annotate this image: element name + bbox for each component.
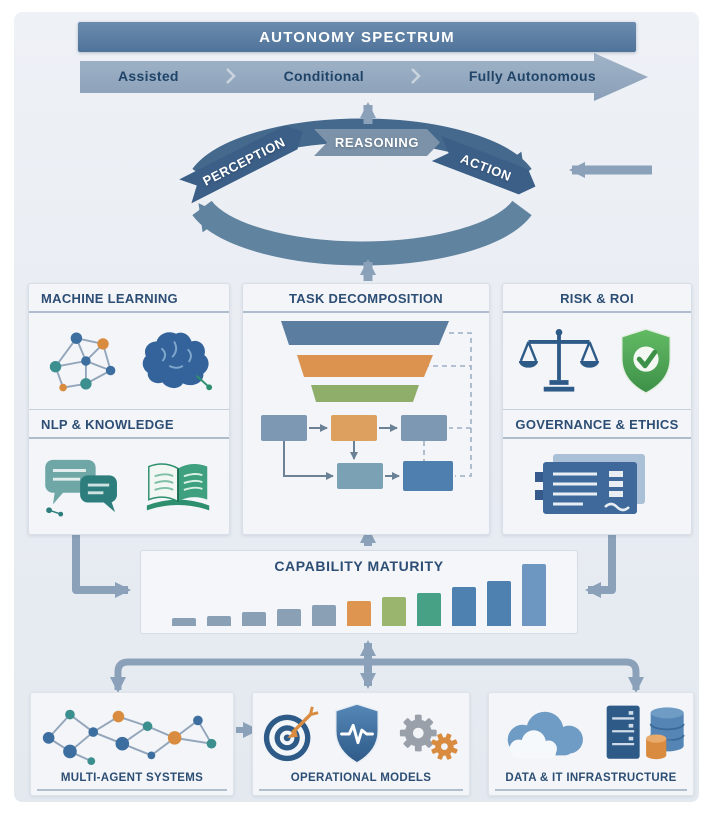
infrastructure-label: DATA & IT INFRASTRUCTURE [495,770,687,791]
multi-agent-panel: MULTI-AGENT SYSTEMS [30,692,234,796]
shield-pulse-icon [335,702,379,764]
risk-roi-panel: RISK & ROI [502,283,692,535]
maturity-bar-6 [347,601,371,626]
ledger-document-icon [535,454,645,515]
machine-learning-panel: MACHINE LEARNING [28,283,230,535]
maturity-bar-2 [207,616,231,626]
shield-check-icon [621,328,671,394]
nlp-knowledge-title: NLP & KNOWLEDGE [29,408,229,439]
multi-agent-label: MULTI-AGENT SYSTEMS [37,770,227,791]
database-icon [646,706,685,759]
open-book-icon [146,463,210,511]
chevron-right-icon [411,68,422,84]
risk-roi-title: RISK & ROI [503,284,691,313]
task-decomposition-panel: TASK DECOMPOSITION [242,283,490,535]
operational-models-icons [253,693,469,770]
maturity-bar-8 [417,593,441,626]
infrastructure-panel: DATA & IT INFRASTRUCTURE [488,692,694,796]
maturity-bar-1 [172,618,196,626]
infrastructure-icons [489,693,693,770]
autonomy-stages: Assisted Conditional Fully Autonomous [100,58,614,94]
maturity-bar-3 [242,612,266,626]
operational-models-panel: OPERATIONAL MODELS [252,692,470,796]
target-icon [263,706,319,761]
machine-learning-icons [29,313,229,409]
server-rack-icon [606,705,685,759]
gears-icon [399,714,458,760]
operational-models-label: OPERATIONAL MODELS [259,770,463,791]
balance-scale-icon [518,328,600,392]
stage-assisted: Assisted [118,68,179,84]
flowchart-icon [261,321,472,491]
machine-learning-title: MACHINE LEARNING [29,284,229,313]
agent-network-icon [42,709,217,765]
reasoning-ribbon: REASONING [314,129,440,156]
cloud-icon [507,711,583,758]
autonomy-arrow-band [80,53,648,101]
task-decomposition-flowchart [243,313,489,534]
maturity-bar-5 [312,605,336,626]
chevron-right-icon [226,68,236,84]
capability-maturity-title: CAPABILITY MATURITY [274,558,444,574]
neural-network-icon [49,332,116,392]
maturity-bar-4 [277,609,301,626]
chat-bubbles-icon [45,460,117,517]
maturity-bar-10 [487,581,511,626]
maturity-bar-11 [522,564,546,626]
capability-maturity-panel: CAPABILITY MATURITY [140,550,578,634]
governance-ethics-title: GOVERNANCE & ETHICS [503,408,691,439]
maturity-bar-7 [382,597,406,626]
task-decomposition-title: TASK DECOMPOSITION [243,284,489,313]
stage-conditional: Conditional [283,68,364,84]
maturity-bar-9 [452,587,476,626]
stage-fully-autonomous: Fully Autonomous [468,68,596,84]
autonomy-spectrum-header: AUTONOMY SPECTRUM [78,22,636,52]
governance-ethics-icons [503,439,691,535]
risk-roi-icons [503,313,691,409]
brain-icon [142,331,213,390]
multi-agent-icons [31,693,233,770]
maturity-bars [161,562,557,626]
nlp-knowledge-icons [29,439,229,535]
